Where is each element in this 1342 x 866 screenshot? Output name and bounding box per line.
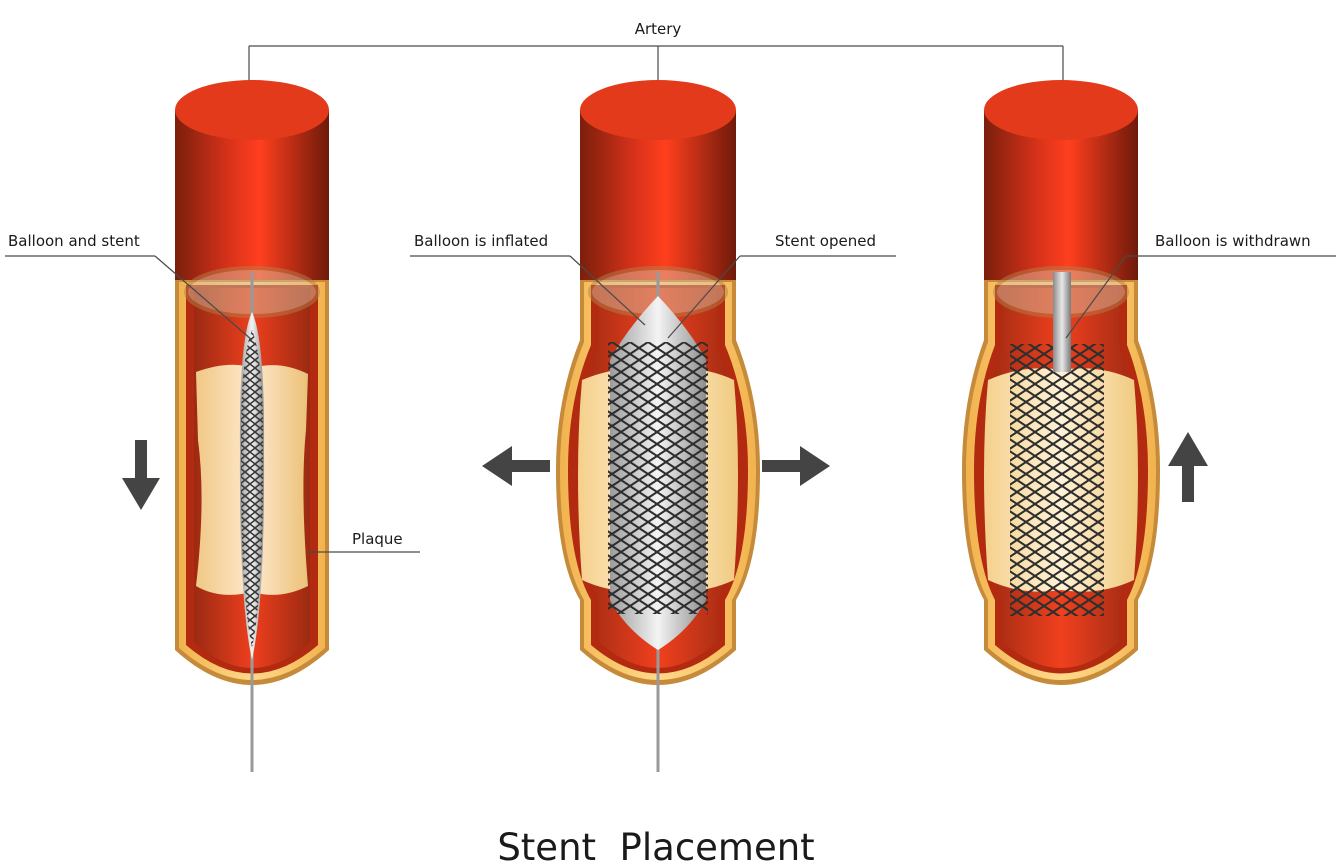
artery-tube-2 [580, 80, 736, 280]
panel-3-withdrawal [962, 80, 1208, 685]
plaque-label: Plaque [352, 530, 403, 548]
arrow-left-icon [482, 446, 550, 486]
catheter-withdrawn [1053, 272, 1071, 372]
balloon-and-stent-label: Balloon and stent [8, 232, 140, 250]
panel-2-inflation [482, 80, 830, 772]
stent-expanded [608, 342, 708, 614]
artery-tube-1 [175, 80, 329, 280]
panel-1-insertion [122, 80, 329, 772]
arrow-right-icon [762, 446, 830, 486]
artery-label: Artery [635, 20, 682, 38]
balloon-withdrawn-label: Balloon is withdrawn [1155, 232, 1311, 250]
stent-opened-label: Stent opened [775, 232, 876, 250]
arrow-down-icon [122, 440, 160, 510]
stent-deployed [1010, 344, 1104, 616]
artery-tube-3 [984, 80, 1138, 280]
balloon-inflated-label: Balloon is inflated [414, 232, 548, 250]
arrow-up-icon [1168, 432, 1208, 502]
diagram-title: Stent Placement [497, 826, 814, 866]
